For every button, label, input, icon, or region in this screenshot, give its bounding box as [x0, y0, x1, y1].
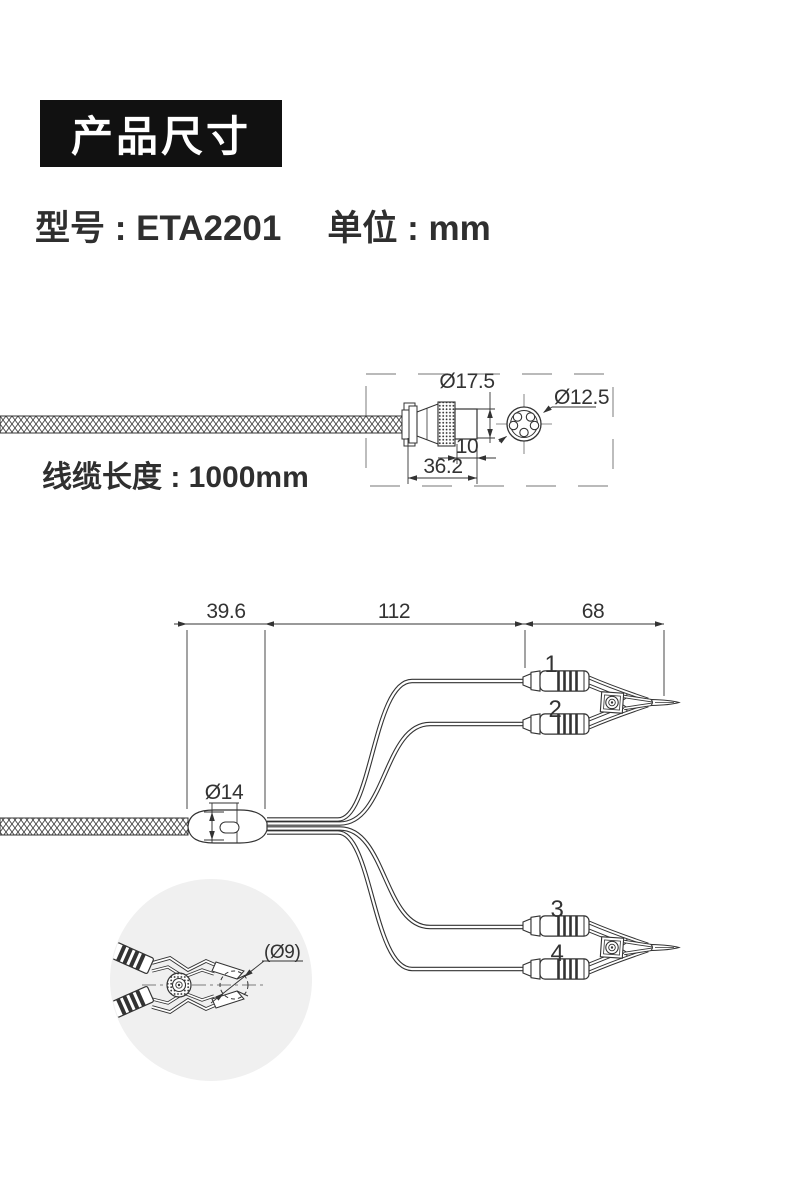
- dim-label-outer-diameter: Ø17.5: [439, 370, 494, 393]
- connector-front-view: Ø12.5: [496, 386, 610, 454]
- detail-circle-background: [110, 879, 312, 1081]
- clip-label-3: 3: [551, 896, 564, 923]
- dim-splitter-diameter: Ø14: [204, 781, 244, 841]
- dim-label-lead-length: 112: [378, 600, 410, 623]
- clip-fanout-drawing: 39.6 112 68: [0, 600, 681, 1081]
- dim-label-splitter-length: 39.6: [206, 600, 245, 623]
- connector-side-view: [401, 401, 478, 447]
- braided-cable-top: [0, 415, 404, 434]
- dim-label-body-length: 36.2: [423, 455, 462, 478]
- model-label: 型号 : ETA2201: [35, 209, 282, 248]
- jaw-opening-circle: [219, 970, 249, 1000]
- cable-splitter: [187, 809, 268, 844]
- clip-label-2: 2: [549, 696, 562, 723]
- clip-label-4: 4: [551, 940, 564, 967]
- dashed-boundary-box: [365, 373, 614, 487]
- dim-label-splitter-diameter: Ø14: [205, 781, 244, 804]
- knurled-ring: [437, 401, 456, 447]
- lead-wires: [267, 678, 527, 972]
- jaw-detail-view: (Ø9): [110, 879, 312, 1081]
- connector-drawing: Ø17.5 10 36.2: [0, 370, 614, 487]
- section-title-banner: 产品尺寸: [40, 100, 282, 167]
- plug-cylinder: [454, 408, 478, 440]
- dim-label-clip-length: 68: [582, 600, 605, 623]
- dim-plug-length: 10: [438, 435, 496, 464]
- unit-label: 单位 : mm: [327, 209, 491, 248]
- model-line: 型号 : ETA2201 单位 : mm: [35, 200, 491, 251]
- dim-label-plug-length: 10: [456, 435, 479, 458]
- clip-pair-bottom: [521, 914, 681, 981]
- dim-label-face-diameter: Ø12.5: [554, 386, 609, 409]
- dim-outer-diameter: Ø17.5: [439, 370, 495, 443]
- clip-label-1: 1: [545, 651, 558, 678]
- dim-label-jaw-opening: (Ø9): [264, 942, 300, 963]
- dim-chain: 39.6 112 68: [174, 600, 665, 809]
- clip-pair-top: [521, 669, 681, 736]
- section-title: 产品尺寸: [70, 113, 251, 160]
- braided-cable-bottom: [0, 817, 189, 836]
- dim-body-length: 36.2: [407, 438, 478, 484]
- cable-length-label: 线缆长度 : 1000mm: [42, 461, 309, 494]
